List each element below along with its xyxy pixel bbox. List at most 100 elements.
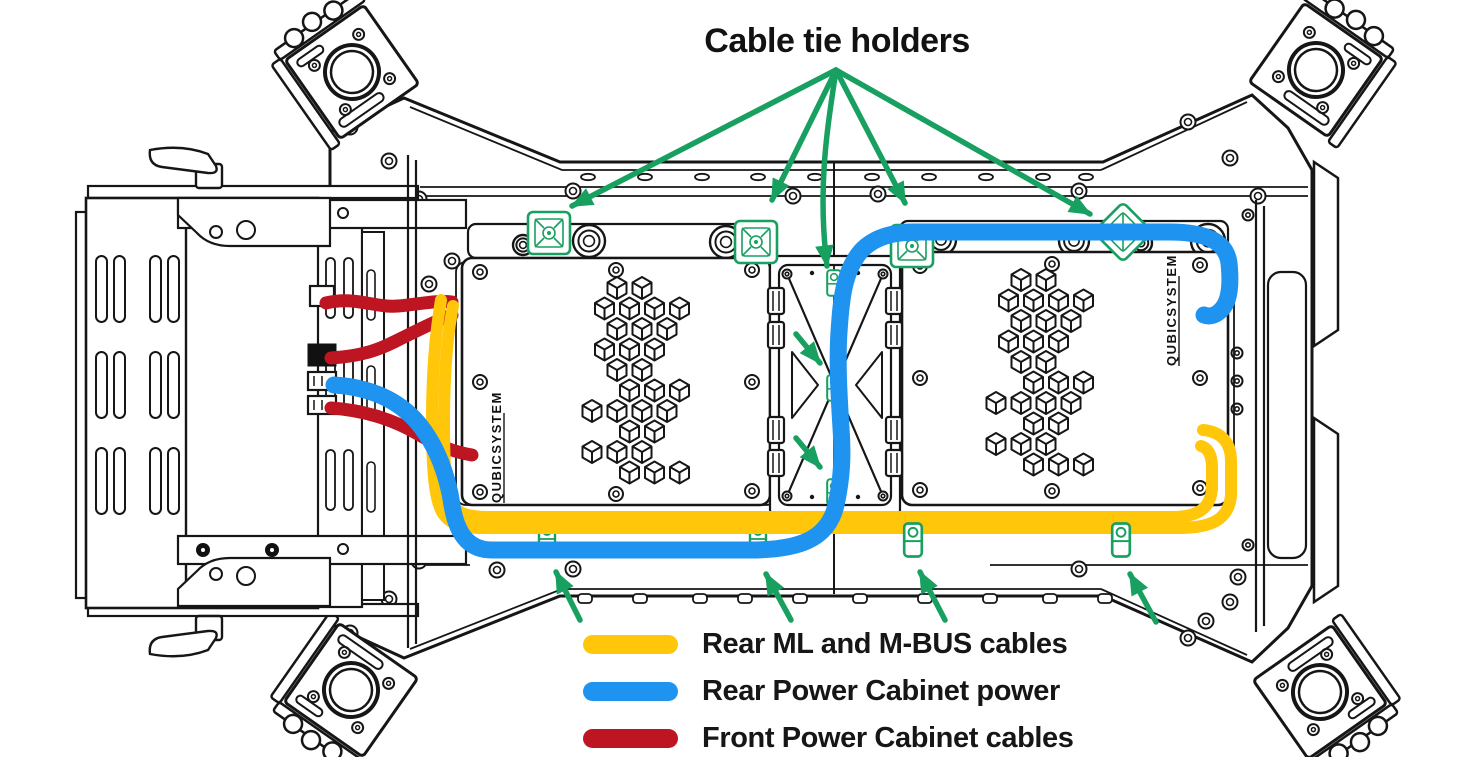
cabinet-vent-slots [95,255,180,515]
screw-icon [869,185,887,203]
screw-icon [877,490,889,502]
right-wing-lower [1312,415,1340,605]
hinge-clip [772,420,780,440]
vent-slot [95,447,108,515]
hex-cube-icon [1010,432,1032,456]
screw-icon [492,565,502,575]
hex-cube-icon [656,317,678,341]
hex-cube-icon [1010,391,1032,415]
right-wing-upper [1312,159,1340,349]
slot-hole [1035,172,1051,182]
cable-rear-power [325,223,1239,559]
screw-icon [608,262,624,278]
screw-icon [748,487,756,495]
hinge-clip [884,286,904,316]
edge-tab [632,593,648,604]
vent-slot [167,447,180,515]
hex-cube-icon [1048,411,1069,436]
screw-icon [809,494,815,500]
cables [319,223,1239,559]
screw-icon [1245,212,1252,219]
screw-icon [784,271,790,277]
hinge-clip [766,448,786,478]
cable-tie-holder [1110,522,1132,558]
vent-slot [167,351,180,419]
vent-slot [167,255,180,323]
hex-cube-icon [1060,309,1082,333]
screw-icon [744,262,760,278]
right-hex-panel: QUBICSYSTEM [895,250,1235,507]
hex-cube-icon [656,399,678,423]
edge-tab [692,593,708,604]
screw-icon [916,486,924,494]
bottom-edge-tabs [577,593,1113,604]
vent-slot [149,447,162,515]
screw-icon [1196,374,1204,382]
screw-icon [472,374,488,390]
screw-icon [420,275,438,293]
screw-icon [443,252,461,270]
hex-cube-icon [619,419,640,444]
screw-icon [384,594,394,604]
hex-cube-icon [1010,268,1032,292]
screw-icon [1074,186,1084,196]
vent-slot [343,257,354,319]
hinge-clip [890,420,898,440]
hinge-clip [772,325,780,345]
screw-icon [1044,483,1060,499]
vent-slot [366,269,376,321]
hex-cube-icon [1048,452,1069,477]
diagram-title: Cable tie holders [704,22,970,60]
bearing-icon [719,235,733,249]
annotation-arrow-icon [833,67,908,206]
hex-cube-icon [644,460,665,485]
hinge-clip [772,291,780,311]
cable-legend: Rear ML and M-BUS cables Rear Power Cabi… [583,621,1074,757]
legend-swatch-yellow [583,635,678,654]
edge-tab [1097,593,1113,604]
cabinet-top-rail [86,184,420,200]
screw-icon [1183,633,1193,643]
hex-cube-icon [1035,391,1057,415]
annotation-arrows [553,67,1159,625]
vent-slot [325,449,336,511]
panel-screws [472,262,760,502]
hex-cube-icon [1060,391,1082,415]
hex-cube-icon [669,378,690,403]
hex-cube-icon [985,391,1007,415]
screw-icon [1229,568,1247,586]
screw-icon [781,268,793,280]
annotation-arrow-icon [833,67,1093,217]
hex-cube-icon [1073,288,1094,313]
screw-icon [788,191,798,201]
svg-text:QUBICSYSTEM: QUBICSYSTEM [489,391,504,503]
screw-icon [1201,616,1211,626]
slot-hole [637,172,653,182]
vent-slot [149,351,162,419]
annotation-arrow-icon [917,569,948,623]
annotation-arrow-icon [763,571,794,623]
hex-cube-icon [998,329,1019,354]
legend-swatch-blue [583,682,678,701]
slot-hole [1078,172,1094,182]
clamp-lever-bottom [148,614,224,658]
slot-hole [864,172,880,182]
hex-cube-icon [1023,288,1044,313]
screw-icon [564,560,582,578]
screw-icon [873,189,883,199]
screw-icon [1196,484,1204,492]
hex-cube-icon [606,358,628,382]
screw-icon [1192,257,1208,273]
hex-cube-icon [606,399,628,423]
vent-slot [343,449,354,511]
bearing-icon [577,229,601,253]
screw-icon [1048,487,1056,495]
slot-hole [921,172,937,182]
screw-icon [1183,117,1193,127]
panel-logo-left: QUBICSYSTEM [489,391,505,503]
screw-icon [784,493,790,499]
hex-cube-icon [1023,329,1044,354]
screw-icon [1245,541,1252,548]
